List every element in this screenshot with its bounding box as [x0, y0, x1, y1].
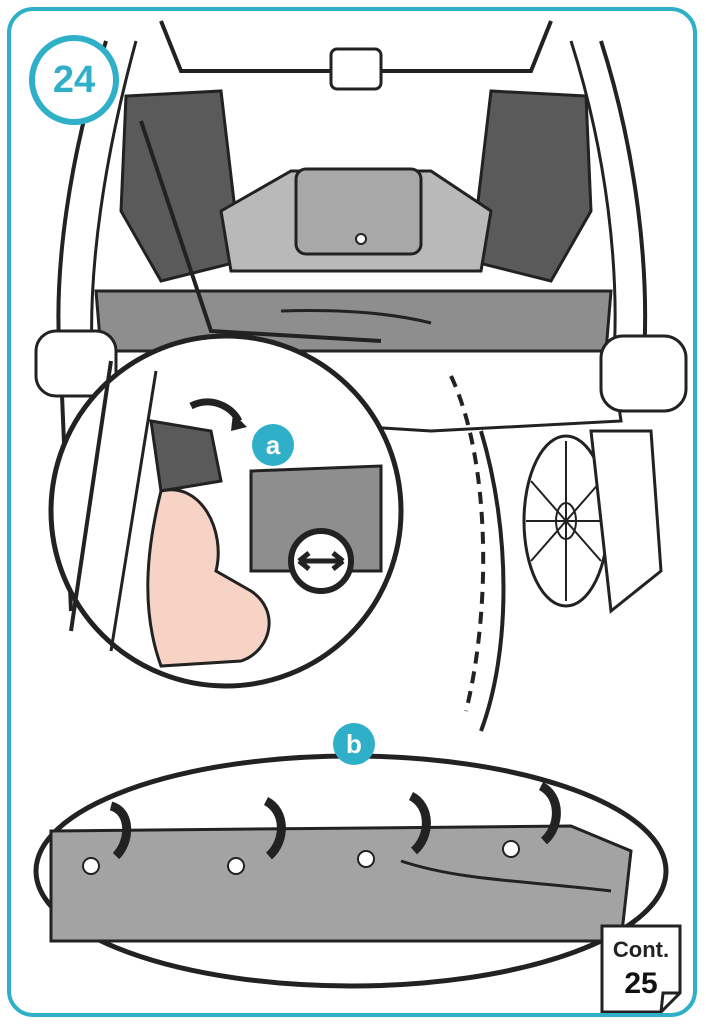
detail-tube-inner [109, 370, 158, 652]
frame-right-tube [599, 40, 648, 372]
press-arrows [109, 781, 561, 860]
stroller-illustration [33, 20, 688, 989]
left-hub [34, 329, 118, 398]
instruction-panel: 24 a b Cont. 25 [7, 7, 697, 1017]
next-step-number: 25 [624, 967, 658, 1000]
detail-circle-a [48, 333, 404, 689]
dashed-leader [449, 375, 486, 712]
wheel-fork [589, 429, 663, 614]
hand [146, 488, 271, 668]
snap-button [82, 857, 100, 875]
wheel-spokes [526, 441, 606, 601]
page-curl-icon [600, 924, 682, 1013]
right-mesh-panel [469, 89, 593, 283]
leader-outline-left [479, 430, 506, 732]
snap-button [502, 840, 520, 858]
snap-button [227, 857, 245, 875]
snap-buttons [82, 840, 520, 875]
flap-snap [355, 233, 367, 245]
press-arrow [538, 781, 561, 845]
frame-right-tube-inner [569, 40, 617, 372]
continue-label: Cont. [612, 937, 670, 962]
detail-clip [149, 419, 223, 493]
snap-button [357, 850, 375, 868]
callout-a: a [252, 424, 294, 466]
detail-b-fabric [49, 824, 633, 943]
detail-b-fold [400, 859, 612, 893]
handle-hub [329, 47, 383, 91]
step-number-badge: 24 [29, 35, 119, 125]
rotate-arrow-a-head [231, 413, 247, 431]
press-arrow [408, 791, 431, 855]
press-arrow [263, 796, 286, 860]
continue-note: Cont. 25 [599, 923, 683, 1013]
callout-b: b [333, 723, 375, 765]
slide-symbol-arrows [297, 551, 345, 571]
basket-crease [280, 309, 432, 325]
left-mesh-panel [119, 89, 243, 283]
press-arrow [109, 801, 132, 860]
zoom-leader [139, 120, 382, 343]
basket-flap [294, 167, 423, 256]
detail-tube [69, 360, 113, 632]
right-hub [599, 334, 688, 413]
